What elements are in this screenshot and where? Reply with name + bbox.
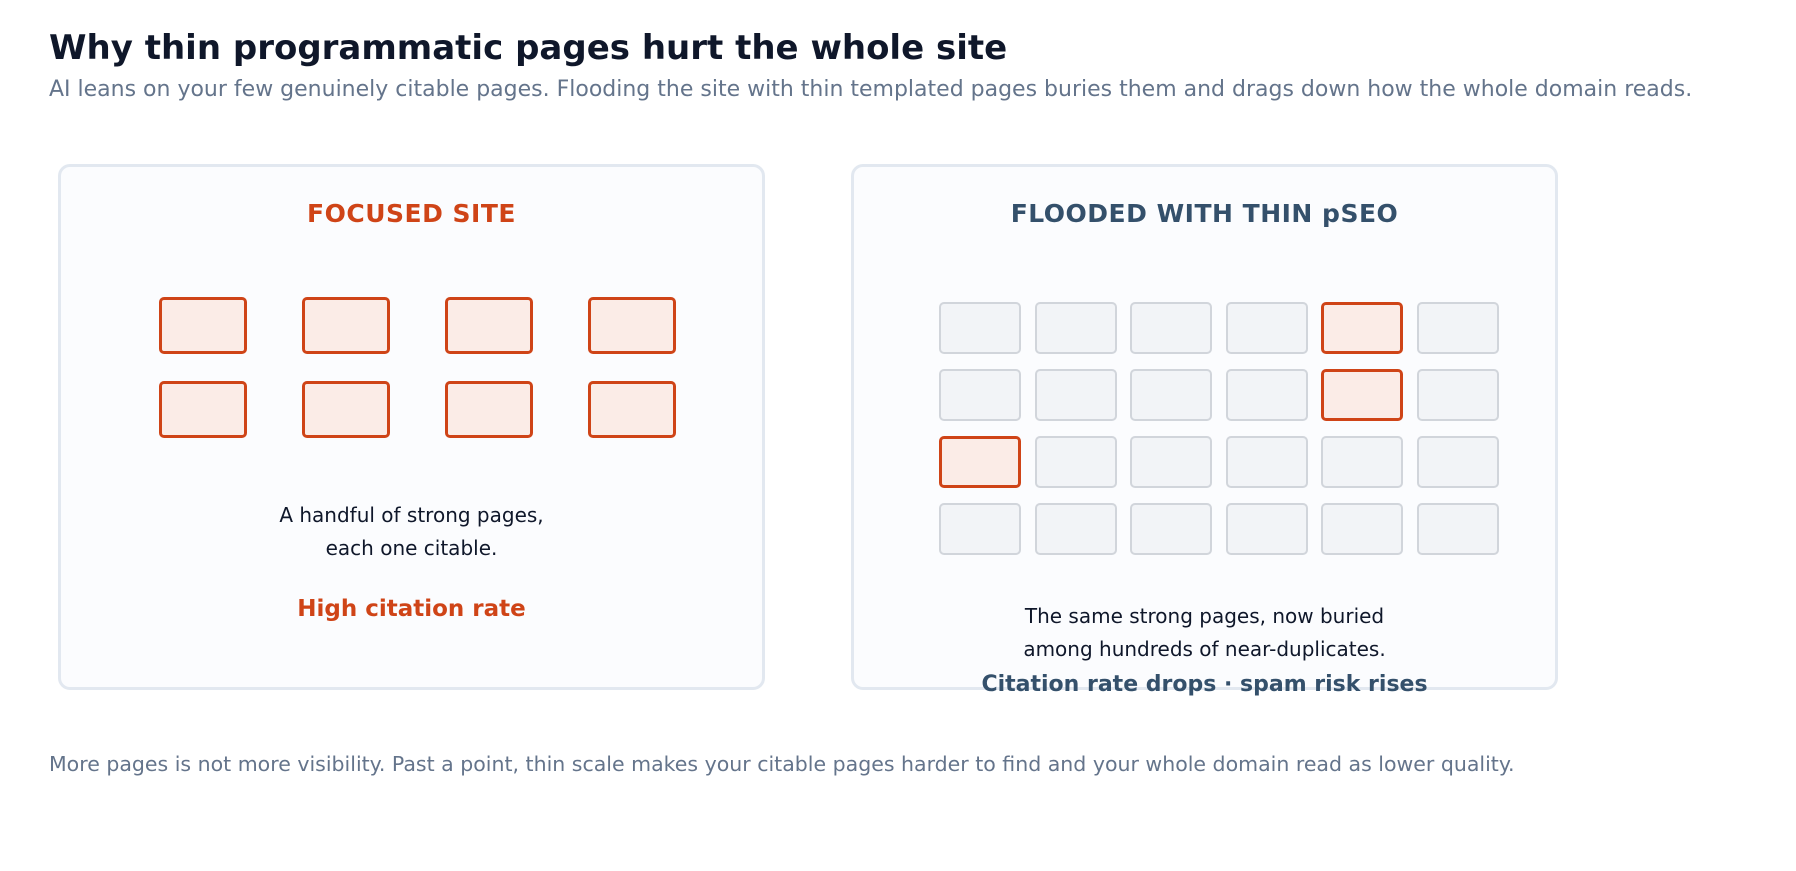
thin-page-tile [1130,302,1212,354]
thin-page-tile [1130,369,1212,421]
strong-page-tile [445,297,533,354]
strong-page-tile [588,297,676,354]
strong-page-tile [1321,369,1403,421]
thin-page-tile [1130,436,1212,488]
thin-page-tile [939,369,1021,421]
focused-site-heading: FOCUSED SITE [307,199,516,228]
thin-page-tile [1416,436,1499,488]
strong-page-tile [445,381,533,438]
flooded-caption-line-2: among hundreds of near-duplicates. [1023,637,1386,661]
thin-page-tile [1321,436,1403,488]
thin-page-tile [1321,503,1403,555]
thin-page-tile [1416,369,1499,421]
thin-page-tile [1416,503,1499,555]
thin-page-tile [939,302,1021,354]
thin-page-tile [1034,302,1117,354]
thin-page-tile [1034,436,1117,488]
strong-page-tile [588,381,676,438]
focused-caption-line-1: A handful of strong pages, [279,503,544,527]
flooded-caption-line-1: The same strong pages, now buried [1024,604,1385,628]
thin-page-tile [1225,369,1308,421]
strong-page-tile [1321,302,1403,354]
strong-page-tile [302,297,390,354]
flooded-site-panel: FLOODED WITH THIN pSEO The same strong p… [851,164,1558,697]
flooded-site-heading: FLOODED WITH THIN pSEO [1010,199,1399,228]
page-title: Why thin programmatic pages hurt the who… [49,28,1008,68]
thin-page-tile [1225,436,1308,488]
thin-page-tile [1130,503,1212,555]
thin-page-tile [1034,369,1117,421]
strong-page-tile [159,381,247,438]
thin-page-tile [1034,503,1117,555]
focused-site-panel: FOCUSED SITE A handful of strong pages, … [58,164,765,690]
thin-page-tile [1225,503,1308,555]
page-subtitle: AI leans on your few genuinely citable p… [49,77,1693,102]
focused-outcome: High citation rate [297,596,526,622]
thin-page-tile [1416,302,1499,354]
focused-caption-line-2: each one citable. [325,536,498,560]
strong-page-tile [939,436,1021,488]
strong-page-tile [159,297,247,354]
thin-page-tile [1225,302,1308,354]
footer-note: More pages is not more visibility. Past … [49,752,1515,776]
flooded-outcome: Citation rate drops · spam risk rises [981,672,1428,697]
thin-page-tile [939,503,1021,555]
strong-page-tile [302,381,390,438]
